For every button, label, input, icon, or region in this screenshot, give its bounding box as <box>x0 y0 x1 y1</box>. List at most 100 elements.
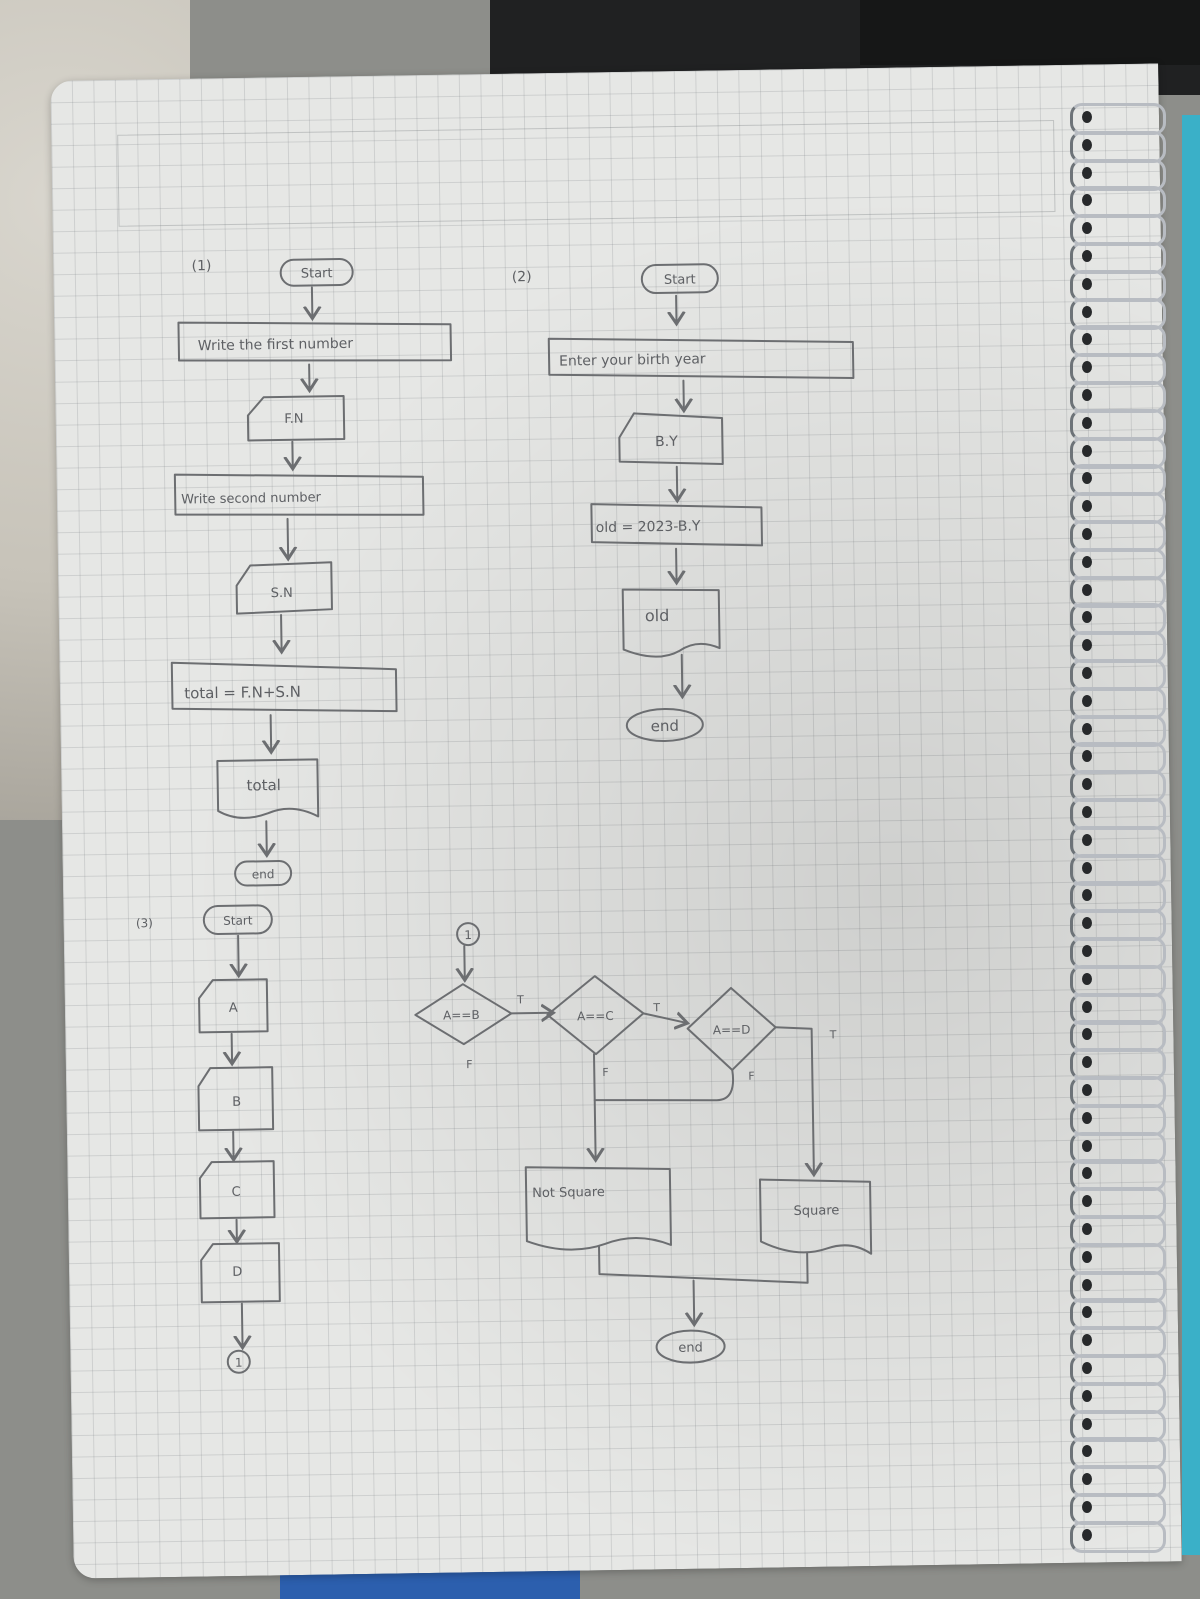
fc3-decision-ad-text: A==D <box>713 1023 751 1038</box>
punch-hole <box>1082 1000 1092 1013</box>
fc3-t1-label: T <box>516 993 524 1006</box>
fc3-connector-out <box>226 1349 251 1374</box>
fc1-arrow-6 <box>271 714 272 750</box>
fc3-number-label: (3) <box>136 916 153 930</box>
punch-hole <box>1082 1084 1092 1096</box>
punch-hole <box>1082 444 1092 457</box>
fc3-f2-label: F <box>602 1066 609 1079</box>
fc3-output-square <box>758 1178 873 1255</box>
punch-hole <box>1082 361 1092 374</box>
spiral-ring <box>1070 1520 1166 1553</box>
punch-hole <box>1082 1417 1092 1430</box>
punch-hole <box>1082 305 1092 318</box>
punch-hole <box>1082 277 1092 290</box>
punch-hole <box>1082 1167 1092 1180</box>
fc3-t2-label: T <box>652 1001 660 1014</box>
fc3-connector-in <box>456 922 481 947</box>
fc3-decision-ac-text: A==C <box>577 1009 614 1024</box>
fc3-output-not-square-text: Not Square <box>532 1185 605 1201</box>
fc3-arrow-ac-true <box>642 1013 685 1024</box>
fc3-arrow-ac-false <box>594 1053 596 1158</box>
fc3-start-text: Start <box>223 913 253 927</box>
fc1-write-second-box <box>173 473 425 516</box>
punch-hole <box>1082 166 1092 179</box>
fc3-input-a <box>198 978 269 1034</box>
fc3-decision-ab <box>414 983 513 1046</box>
punch-hole <box>1082 917 1092 930</box>
fc3-input-d-text: D <box>232 1265 242 1280</box>
punch-hole <box>1082 472 1092 485</box>
punch-hole <box>1082 1306 1092 1319</box>
punch-hole <box>1082 806 1092 818</box>
fc1-arrow-5 <box>281 613 282 650</box>
fc2-output-old <box>621 588 721 658</box>
fc3-start-terminal <box>202 904 273 936</box>
punch-hole <box>1082 1501 1092 1513</box>
fc1-total-assign-box <box>170 661 398 713</box>
fc3-merge-lines <box>598 1245 809 1284</box>
fc2-input-by-text: B.Y <box>655 434 678 450</box>
fc3-output-not-square <box>524 1166 672 1251</box>
fc2-end-terminal <box>625 707 704 742</box>
fc1-start-terminal <box>279 258 354 287</box>
fc3-input-b <box>197 1066 275 1132</box>
fc2-arrow-4 <box>676 547 677 581</box>
fc1-total-assign-text: total = F.N+S.N <box>184 683 301 703</box>
punch-hole <box>1082 1334 1092 1347</box>
punch-hole <box>1082 416 1092 429</box>
fc3-input-b-text: B <box>232 1095 241 1110</box>
fc3-arrow-5 <box>242 1302 243 1346</box>
fc3-t3-label: T <box>829 1028 837 1041</box>
fc3-output-square-text: Square <box>793 1203 839 1219</box>
desk-shadow <box>860 0 1200 65</box>
fc1-input-fn-text: F.N <box>284 412 303 427</box>
punch-hole <box>1082 1445 1092 1458</box>
spiral-blue-tab <box>1182 115 1200 1555</box>
punch-hole <box>1082 111 1092 123</box>
fc3-input-c-text: C <box>231 1185 240 1200</box>
fc3-input-d <box>200 1242 281 1304</box>
punch-hole <box>1082 1056 1092 1069</box>
punch-hole <box>1082 250 1092 262</box>
fc3-connector-out-text: 1 <box>235 1356 243 1370</box>
fc3-arrow-6 <box>464 945 465 978</box>
fc1-arrow-7 <box>266 820 267 853</box>
punch-hole <box>1082 611 1092 624</box>
punch-hole <box>1082 1473 1092 1486</box>
fc1-input-sn <box>235 561 333 615</box>
fc1-write-first-text: Write the first number <box>198 336 354 354</box>
punch-hole <box>1082 555 1092 568</box>
punch-hole <box>1082 583 1092 596</box>
spiral-binding <box>1062 95 1200 1565</box>
fc3-connector-in-text: 1 <box>464 928 472 942</box>
punch-hole <box>1082 138 1092 151</box>
fc3-arrow-ad-false <box>593 1068 734 1102</box>
punch-hole <box>1082 1195 1092 1208</box>
punch-hole <box>1082 1028 1092 1041</box>
fc2-arrow-5 <box>682 653 683 695</box>
fc2-start-text: Start <box>664 272 696 287</box>
fc1-output-total-text: total <box>246 776 281 795</box>
punch-hole <box>1082 222 1092 235</box>
punch-hole <box>1082 945 1092 957</box>
fc2-start-terminal <box>640 263 719 295</box>
punch-hole <box>1082 861 1092 874</box>
fc1-end-terminal <box>234 860 293 887</box>
fc2-enter-text: Enter your birth year <box>559 351 706 369</box>
punch-hole <box>1082 389 1092 401</box>
punch-hole <box>1082 750 1092 763</box>
punch-hole <box>1082 528 1092 540</box>
punch-hole <box>1082 1278 1092 1291</box>
punch-hole <box>1082 778 1092 791</box>
fc1-end-text: end <box>252 867 275 881</box>
fc1-input-fn <box>246 394 346 442</box>
fc1-number-label: (1) <box>191 258 211 274</box>
punch-hole <box>1082 694 1092 707</box>
punch-hole <box>1082 1139 1092 1152</box>
fc3-f1-label: F <box>466 1058 473 1071</box>
fc2-output-old-text: old <box>645 606 670 625</box>
fc3-input-c <box>198 1160 276 1220</box>
fc2-number-label: (2) <box>512 269 532 285</box>
